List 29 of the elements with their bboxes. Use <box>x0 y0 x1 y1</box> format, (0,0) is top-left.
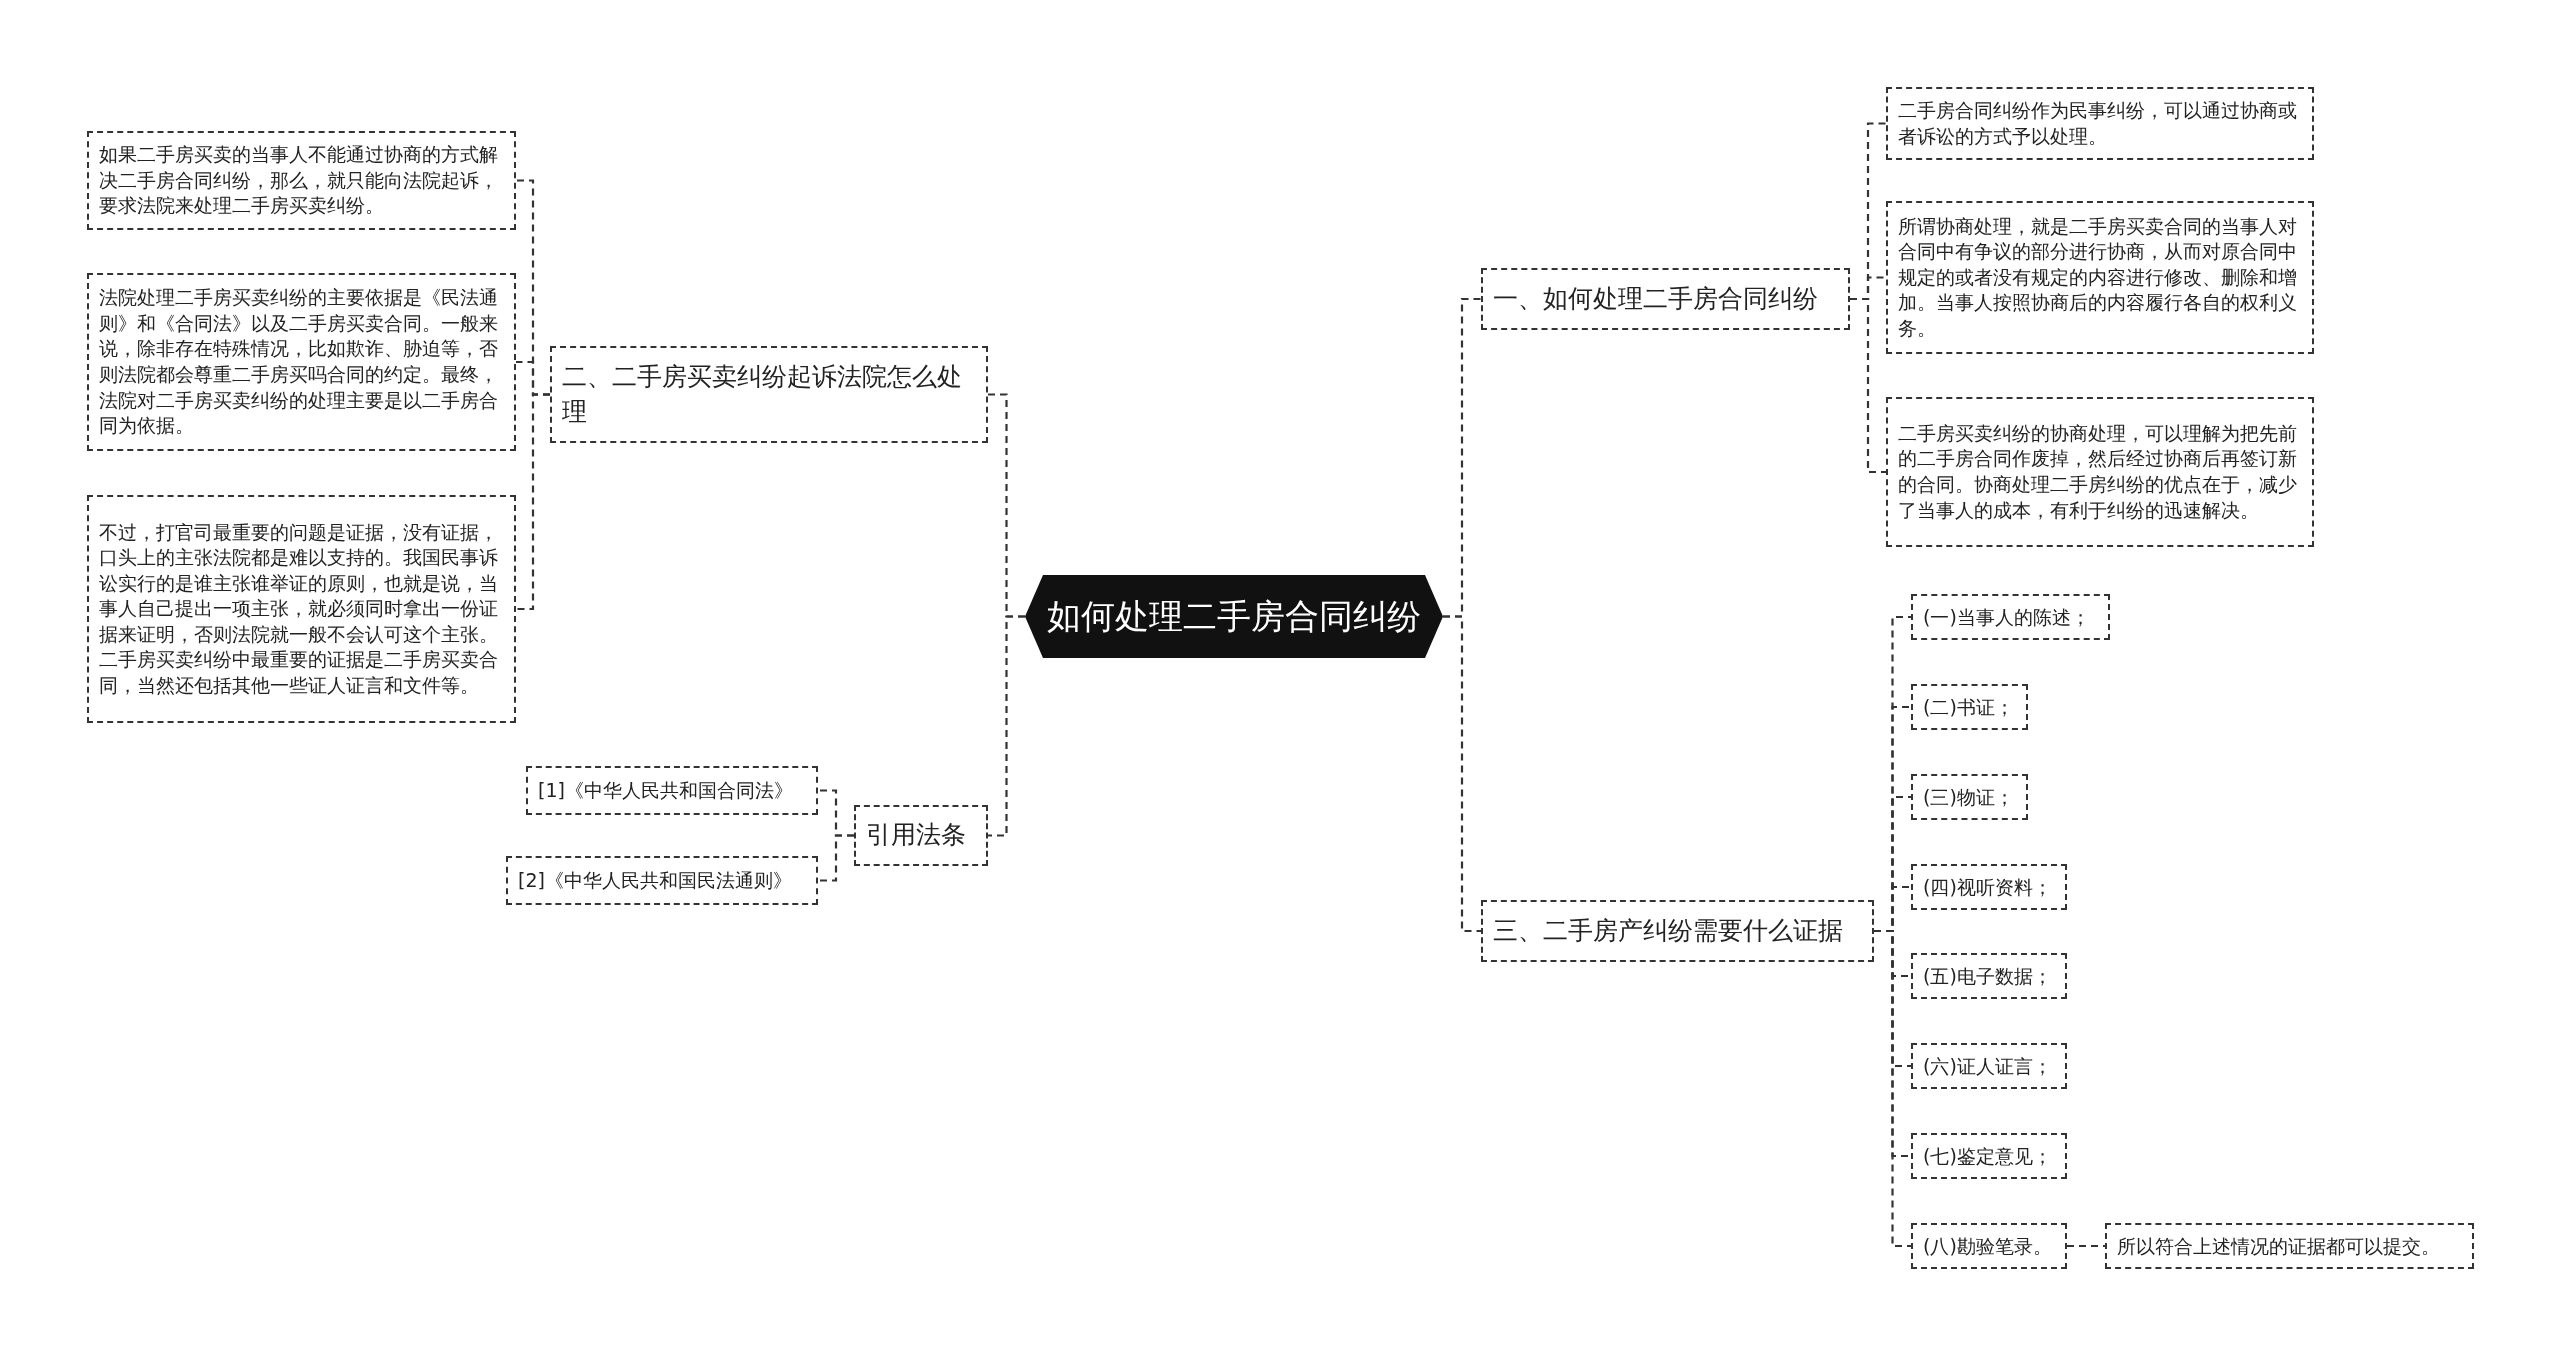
note-box: 不过，打官司最重要的问题是证据，没有证据，口头上的主张法院都是难以支持的。我国民事诉讼实行的是谁主张谁举证的原则，也就是说，当事人自己提出一项主张，就必须同时拿出一份证据来证明，否则法院就一般不会认可这个主张。二手房买卖纠纷中最重要的证据是二手房买卖合同，当然还包括其他一些证人证言和文件等。 <box>87 495 516 723</box>
connector <box>988 615 1025 837</box>
note-box: (七)鉴定意见； <box>1911 1133 2067 1179</box>
note-box: 二手房买卖纠纷的协商处理，可以理解为把先前的二手房合同作废掉，然后经过协商后再签订新的合同。协商处理二手房纠纷的优点在于，减少了当事人的成本，有利于纠纷的迅速解决。 <box>1886 397 2314 547</box>
note-box: 所谓协商处理，就是二手房买卖合同的当事人对合同中有争议的部分进行协商，从而对原合同中规定的或者没有规定的内容进行修改、删除和增加。当事人按照协商后的内容履行各自的权利义务。 <box>1886 201 2314 354</box>
central-topic: 如何处理二手房合同纠纷 <box>1025 575 1443 658</box>
topic-box: 二、二手房买卖纠纷起诉法院怎么处理 <box>550 346 988 443</box>
note-box: (五)电子数据； <box>1911 953 2067 999</box>
note-box: [1]《中华人民共和国合同法》 <box>526 766 818 815</box>
note-box: (四)视听资料； <box>1911 864 2067 910</box>
topic-box: 引用法条 <box>854 805 988 866</box>
connector <box>2067 1244 2105 1248</box>
note-box: (六)证人证言； <box>1911 1043 2067 1089</box>
note-box: 所以符合上述情况的证据都可以提交。 <box>2105 1223 2474 1269</box>
topic-box: 三、二手房产纠纷需要什么证据 <box>1481 900 1874 962</box>
note-box: 如果二手房买卖的当事人不能通过协商的方式解决二手房合同纠纷，那么，就只能向法院起诉，要求法院来处理二手房买卖纠纷。 <box>87 131 516 230</box>
connector <box>1443 615 1481 933</box>
connector <box>1850 297 1886 474</box>
note-box: 二手房合同纠纷作为民事纠纷，可以通过协商或者诉讼的方式予以处理。 <box>1886 87 2314 160</box>
note-box: 法院处理二手房买卖纠纷的主要依据是《民法通则》和《合同法》以及二手房买卖合同。一般来说，除非存在特殊情况，比如欺诈、胁迫等，否则法院都会尊重二手房买吗合同的约定。最终，法院对二手房买卖纠纷的处理主要是以二手房合同为依据。 <box>87 273 516 451</box>
topic-box: 一、如何处理二手房合同纠纷 <box>1481 268 1850 330</box>
connector <box>818 834 854 882</box>
note-box: (三)物证； <box>1911 774 2028 820</box>
note-box: (八)勘验笔录。 <box>1911 1223 2067 1269</box>
note-box: [2]《中华人民共和国民法通则》 <box>506 856 818 905</box>
note-box: (一)当事人的陈述； <box>1911 594 2110 640</box>
connector <box>516 393 550 611</box>
note-box: (二)书证； <box>1911 684 2028 730</box>
connector <box>1874 929 1911 1248</box>
